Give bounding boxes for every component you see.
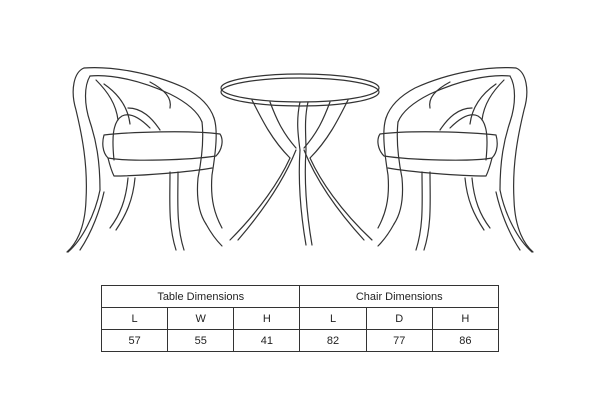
dimension-value-row: 57 55 41 82 77 86 xyxy=(100,329,500,352)
table-length-header: L xyxy=(100,307,169,330)
dimensions-table: Table Dimensions Chair Dimensions L W H … xyxy=(100,285,500,352)
section-title-row: Table Dimensions Chair Dimensions xyxy=(100,285,499,308)
dimension-header-row: L W H L D H xyxy=(100,307,500,330)
table-width-header: W xyxy=(167,307,235,330)
furniture-set-line-drawing xyxy=(66,67,534,253)
table-width-value: 55 xyxy=(167,329,235,352)
table-height-value: 41 xyxy=(233,329,301,352)
right-chair-illustration xyxy=(377,67,534,253)
left-chair-illustration xyxy=(66,67,223,253)
chair-dimensions-title: Chair Dimensions xyxy=(299,285,499,308)
chair-depth-header: D xyxy=(365,307,433,330)
table-dimensions-title: Table Dimensions xyxy=(100,285,301,308)
chair-depth-value: 77 xyxy=(365,329,433,352)
chair-height-header: H xyxy=(431,307,500,330)
chair-length-value: 82 xyxy=(299,329,367,352)
table-height-header: H xyxy=(233,307,301,330)
round-table-illustration xyxy=(220,73,380,246)
chair-height-value: 86 xyxy=(431,329,500,352)
chair-length-header: L xyxy=(299,307,367,330)
table-length-value: 57 xyxy=(100,329,169,352)
